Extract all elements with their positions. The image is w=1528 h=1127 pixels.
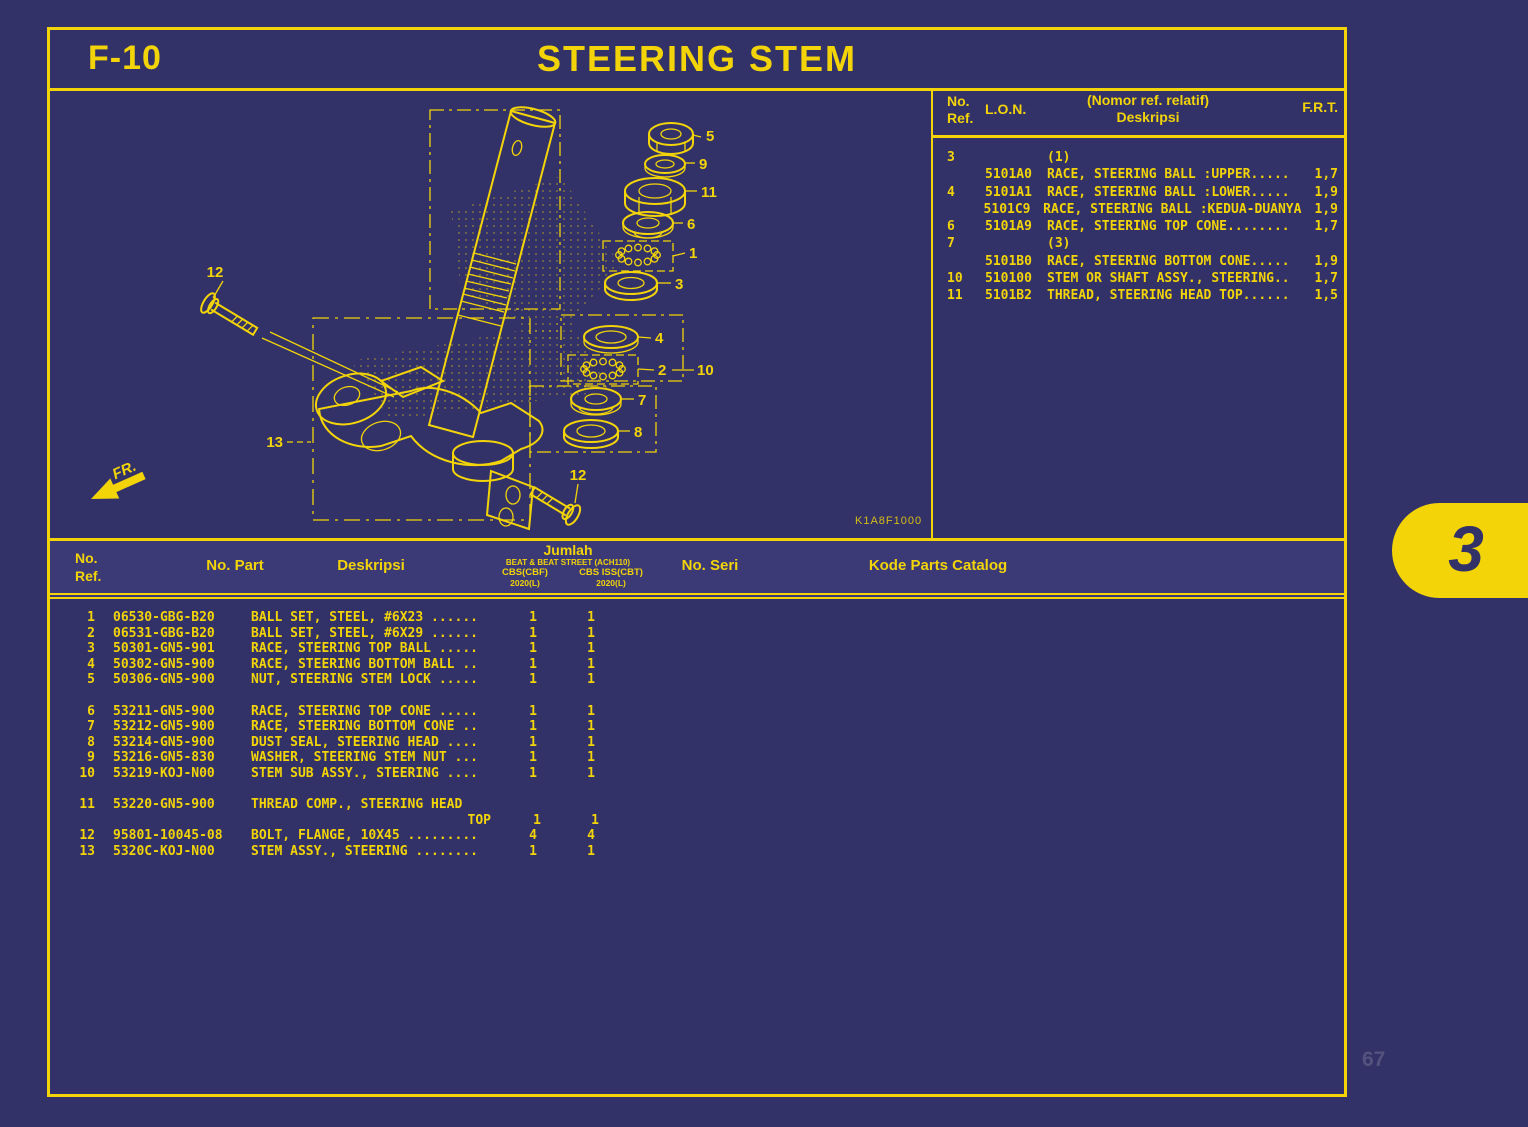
bolt-axis-line-2 (269, 331, 399, 393)
parts-header-col1-year: 2020(L) (510, 578, 540, 588)
dashed-box-stem-tube (429, 109, 561, 310)
dashed-box-lower-parts (529, 385, 657, 453)
vertical-divider (931, 91, 933, 538)
dashed-box-mid-parts (560, 314, 684, 382)
stem-assembly-13 (314, 365, 544, 531)
callout-4: 4 (655, 330, 664, 347)
parts-header-col2: CBS ISS(CBT) (579, 567, 643, 578)
lon-table: No. Ref. L.O.N. (Nomor ref. relatif) Des… (933, 91, 1344, 538)
parts-header-col1: CBS(CBF) (502, 567, 548, 578)
lon-header-deskripsi: (Nomor ref. relatif) Deskripsi (1086, 92, 1210, 125)
bolt-axis-line-1 (261, 337, 395, 398)
diagram-ref-code: K1A8F1000 (855, 515, 922, 527)
exploded-diagram: 5 9 11 6 1 3 4 2 10 7 8 12 13 12 FR. K1A… (91, 106, 922, 531)
parts-table-gap (50, 688, 1344, 704)
parts-table-header: No. Ref. No. Part Deskripsi Jumlah BEAT … (50, 541, 1344, 599)
callout-12-bottom: 12 (570, 467, 587, 484)
parts-header-kode: Kode Parts Catalog (868, 557, 1008, 574)
lon-table-row: 3(1) (947, 150, 1071, 165)
parts-header-ref: No. Ref. (75, 550, 102, 584)
bolt-12-top-left (200, 292, 259, 337)
parts-header-seri: No. Seri (681, 557, 739, 574)
section-tab-label: 3 (1448, 512, 1484, 585)
part-9-washer (644, 154, 686, 178)
part-3-top-ball-race (604, 271, 658, 301)
callout-10: 10 (697, 362, 714, 379)
callout-lines (212, 134, 702, 504)
lon-header-ref: No. Ref. (947, 93, 974, 126)
callout-1: 1 (689, 245, 697, 262)
steering-stem-tube (427, 106, 557, 439)
lon-header-frt: F.R.T. (1302, 99, 1338, 115)
callout-6: 6 (687, 216, 695, 233)
parts-header-col2-year: 2020(L) (596, 578, 626, 588)
bolt-12-bottom (529, 485, 582, 526)
catalog-page-frame: F-10 STEERING STEM No. Ref. L.O.N. (Nomo… (47, 27, 1347, 1097)
shading-blob-upper (451, 176, 621, 341)
page-title: STEERING STEM (536, 38, 858, 79)
horizontal-divider (50, 538, 1344, 541)
callout-9: 9 (699, 156, 707, 173)
parts-header-part: No. Part (206, 557, 264, 574)
callout-13: 13 (266, 434, 283, 451)
fr-direction-arrow: FR. (91, 458, 146, 499)
part-5-stem-lock-nut (648, 122, 694, 155)
section-code: F-10 (88, 39, 162, 77)
lon-header-lon: L.O.N. (985, 101, 1027, 117)
part-11-steering-head-thread (624, 177, 686, 217)
parts-header-deskripsi: Deskripsi (337, 557, 405, 574)
parts-table-gap (50, 782, 1344, 798)
callout-12-top: 12 (207, 264, 224, 281)
part-8-dust-seal (563, 419, 619, 449)
callout-7: 7 (638, 392, 646, 409)
callout-11: 11 (701, 184, 717, 201)
lon-table-row: 7(3) (947, 236, 1071, 252)
callout-5: 5 (706, 128, 714, 145)
callout-2: 2 (658, 362, 666, 379)
callout-3: 3 (675, 276, 683, 293)
shading-blob-lower (351, 321, 611, 421)
parts-header-jumlah: Jumlah BEAT & BEAT STREET (ACH110) CBS(C… (482, 542, 654, 588)
section-tab-3[interactable]: 3 (1392, 503, 1528, 598)
lon-table-header: No. Ref. L.O.N. (Nomor ref. relatif) Des… (933, 91, 1344, 138)
part-4-bottom-ball-race (583, 325, 639, 354)
callout-8: 8 (634, 424, 642, 441)
page-number: 67 (1362, 1048, 1386, 1071)
title-row: F-10 STEERING STEM (50, 30, 1344, 91)
